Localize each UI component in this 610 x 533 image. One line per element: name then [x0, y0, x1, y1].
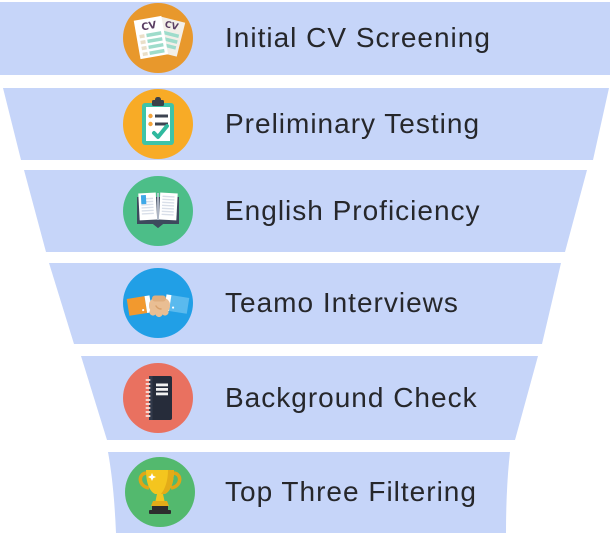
notebook-icon [123, 363, 193, 433]
svg-text:CV: CV [164, 20, 180, 33]
handshake-icon [123, 268, 193, 338]
funnel-bar-5 [81, 356, 538, 440]
stage-label-preliminary-testing: Preliminary Testing [225, 108, 481, 139]
trophy-icon [125, 457, 195, 527]
funnel-bar-6 [108, 452, 510, 533]
clipboard-checklist-icon [123, 89, 193, 159]
stage-label-initial-cv-screening: Initial CV Screening [225, 22, 491, 53]
svg-text:CV: CV [141, 20, 158, 33]
cv-documents-icon: CV CV [123, 3, 193, 73]
stage-label-background-check: Background Check [225, 382, 478, 413]
stage-label-english-proficiency: English Proficiency [225, 195, 481, 226]
stage-label-teamo-interviews: Teamo Interviews [225, 287, 459, 318]
stage-label-top-three-filtering: Top Three Filtering [225, 476, 477, 507]
open-book-icon [123, 176, 193, 246]
